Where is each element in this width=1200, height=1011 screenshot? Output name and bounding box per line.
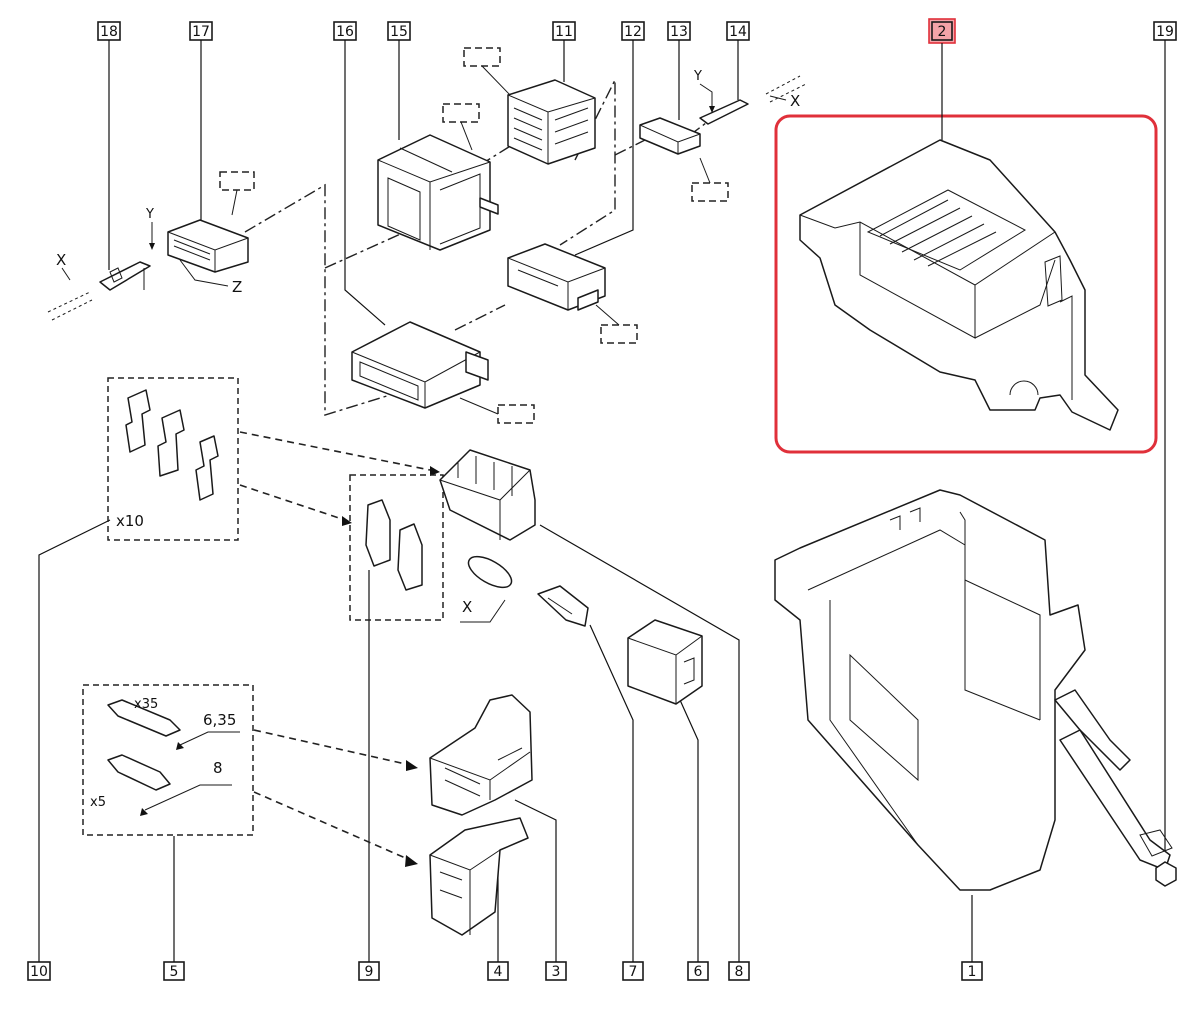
relay-base-8[interactable] [439,449,536,541]
qty-x5: x5 [90,795,106,810]
connector-17[interactable] [167,219,249,273]
callout-7[interactable]: 7 [622,961,644,981]
svg-text:15: 15 [390,24,408,40]
nut-19[interactable] [1155,861,1177,887]
callout-13[interactable]: 13 [667,21,691,41]
callout-15[interactable]: 15 [387,21,411,41]
callout-19[interactable]: 19 [1153,21,1177,41]
callout-1[interactable]: 1 [961,961,983,981]
housing-15[interactable] [377,134,499,251]
svg-text:7: 7 [629,964,638,980]
connector-13[interactable] [639,117,701,155]
size-6-35: 6,35 [203,711,236,729]
clips-9[interactable] [365,499,423,591]
holder-4[interactable] [429,817,529,936]
reference-boxes [219,47,729,424]
callout-10[interactable]: 10 [27,961,51,981]
svg-text:6: 6 [694,964,703,980]
holder-3[interactable] [429,694,533,816]
box-1[interactable] [774,489,1173,891]
svg-text:3: 3 [552,964,561,980]
svg-text:18: 18 [100,24,118,40]
connector-16[interactable] [351,321,489,409]
label-y-right: Y [693,69,702,84]
qty-x35: x35 [134,697,158,712]
svg-text:10: 10 [30,964,48,980]
label-y-left: Y [145,207,154,222]
callout-3[interactable]: 3 [545,961,567,981]
callout-2[interactable]: 2 [928,18,956,44]
label-z-left: Z [232,278,242,296]
label-x-right: X [790,92,800,110]
label-x-mid: X [462,598,472,616]
callout-17[interactable]: 17 [189,21,213,41]
svg-text:11: 11 [555,24,573,40]
connector-11[interactable] [507,79,596,165]
svg-text:8: 8 [735,964,744,980]
callout-6[interactable]: 6 [687,961,709,981]
callout-12[interactable]: 12 [621,21,645,41]
connector-12[interactable] [507,243,606,311]
svg-text:14: 14 [729,24,747,40]
svg-text:9: 9 [365,964,374,980]
svg-text:2: 2 [938,24,947,40]
highlight-frame [774,114,1158,454]
callout-9[interactable]: 9 [358,961,380,981]
callout-5[interactable]: 5 [163,961,185,981]
terminals-10[interactable] [125,389,219,501]
svg-text:4: 4 [494,964,503,980]
svg-text:12: 12 [624,24,642,40]
terminal-7[interactable] [464,550,589,627]
size-8: 8 [213,759,223,777]
svg-text:13: 13 [670,24,688,40]
svg-text:19: 19 [1156,24,1174,40]
svg-text:1: 1 [968,964,977,980]
callout-18[interactable]: 18 [97,21,121,41]
label-x-left: X [56,251,66,269]
callout-16[interactable]: 16 [333,21,357,41]
leader-lines [38,40,1166,962]
callout-11[interactable]: 11 [552,21,576,41]
group-box-9 [349,474,444,621]
callout-4[interactable]: 4 [487,961,509,981]
svg-text:17: 17 [192,24,210,40]
terminals-5[interactable] [107,699,181,791]
group-box-10 [107,377,239,541]
svg-text:16: 16 [336,24,354,40]
qty-x10: x10 [116,512,144,530]
cover-2[interactable] [799,139,1119,431]
svg-text:5: 5 [170,964,179,980]
group-box-5 [82,684,254,836]
terminal-14[interactable] [699,75,807,125]
callout-8[interactable]: 8 [728,961,750,981]
relay-6[interactable] [627,619,703,705]
callout-14[interactable]: 14 [726,21,750,41]
terminal-18[interactable] [47,261,151,321]
